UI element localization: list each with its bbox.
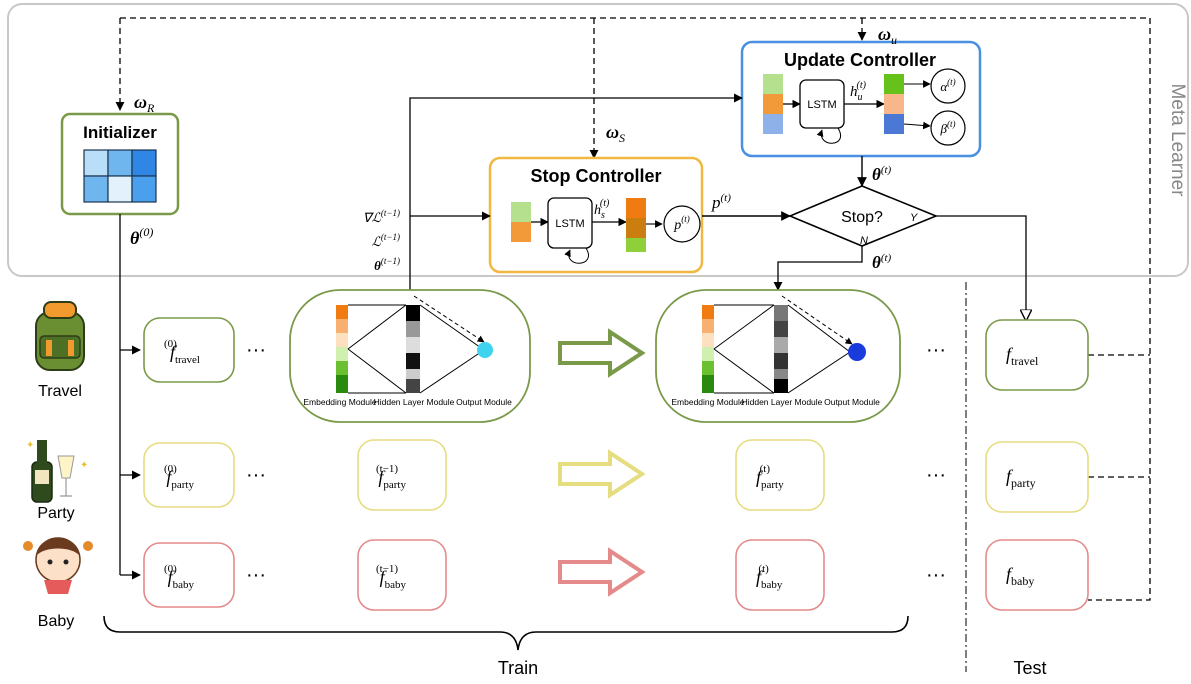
model-baby-test-label: fbaby — [1006, 564, 1034, 588]
backpack-icon — [35, 301, 85, 371]
svg-text:✦: ✦ — [80, 460, 88, 471]
embedding-module-label-2: Embedding Module — [671, 397, 745, 407]
model-party-initial-label: fparty(0) — [164, 463, 194, 491]
model-travel-initial — [143, 317, 235, 383]
champagne-icon: ✦ ✦ — [26, 440, 88, 503]
task-label-baby: Baby — [38, 613, 74, 630]
stop-controller-title: Stop Controller — [531, 166, 662, 186]
output-module-label-1: Output Module — [456, 397, 512, 407]
theta-prev-label: θ(t−1) — [374, 256, 400, 273]
meta-learner-label: Meta Learner — [1167, 83, 1188, 197]
train-label: Train — [498, 658, 538, 678]
model-baby-curr-label: fbaby(t) — [756, 563, 783, 591]
model-travel-test — [985, 319, 1089, 391]
initializer-title: Initializer — [83, 123, 157, 142]
ellipsis-travel-2: ··· — [926, 339, 946, 361]
stop-weight: ωS — [606, 122, 625, 145]
model-party-prev-label: fparty(t−1) — [376, 463, 406, 491]
model-party-prev — [357, 439, 447, 511]
svg-text:✦: ✦ — [26, 440, 34, 451]
update-hidden-label: hu(t) — [850, 80, 867, 103]
grad-loss-label: ∇ℒ(t−1) — [363, 208, 400, 225]
model-baby-prev — [357, 539, 447, 611]
stop-prob-node-label: p(t) — [673, 214, 690, 233]
stop-lstm — [547, 197, 593, 249]
initializer-weight: ωR — [134, 92, 155, 115]
model-baby-initial — [143, 542, 235, 608]
update-theta-label: θ(t) — [872, 164, 892, 184]
initial-theta-label: θ(0) — [130, 225, 153, 248]
alpha-label: α(t) — [940, 77, 955, 94]
ellipsis-party-1: ··· — [246, 464, 266, 486]
decision-yes: Y — [910, 212, 918, 224]
ellipsis-travel-1: ··· — [246, 339, 266, 361]
hidden-module-label-2: Hidden Layer Module — [742, 397, 823, 407]
beta-label: β(t) — [940, 119, 956, 136]
decision-theta-label: θ(t) — [872, 252, 892, 272]
output-module-label-2: Output Module — [824, 397, 880, 407]
model-baby-initial-label: fbaby(0) — [164, 563, 194, 591]
stop-output-vector — [626, 198, 646, 252]
embedding-module-label-1: Embedding Module — [303, 397, 377, 407]
model-baby-curr — [735, 539, 825, 611]
update-weight: ωu — [878, 24, 897, 47]
model-party-test — [985, 441, 1089, 513]
stop-prob-node — [663, 205, 701, 243]
stop-input-vector — [511, 202, 531, 242]
model-party-initial — [143, 442, 235, 508]
update-output-vector — [884, 74, 904, 134]
model-party-curr-label: fparty(t) — [756, 463, 784, 491]
ellipsis-baby-1: ··· — [246, 564, 266, 586]
initializer-matrix — [83, 149, 157, 203]
model-party-test-label: fparty — [1006, 466, 1036, 490]
loss-label: ℒ(t−1) — [372, 232, 400, 249]
train-brace — [103, 615, 909, 651]
update-input-vector — [763, 74, 783, 134]
update-arrow-baby — [558, 547, 646, 597]
task-label-travel: Travel — [38, 383, 82, 400]
update-arrow-travel — [558, 328, 646, 378]
baby-icon — [23, 537, 93, 594]
alpha-node — [930, 68, 966, 104]
meta-learner-region — [7, 3, 1189, 277]
update-controller-title: Update Controller — [784, 50, 936, 70]
ellipsis-baby-2: ··· — [926, 564, 946, 586]
meta-weight-lines — [115, 17, 1151, 601]
stop-lstm-label: LSTM — [555, 218, 584, 230]
stop-hidden-label: hs(t) — [594, 198, 610, 221]
network-travel-curr — [655, 289, 901, 423]
hidden-module-label-1: Hidden Layer Module — [374, 397, 455, 407]
model-travel-initial-label: ftravel(0) — [164, 338, 200, 366]
task-label-party: Party — [37, 505, 74, 522]
model-baby-prev-label: fbaby(t−1) — [376, 563, 406, 591]
model-travel-test-label: ftravel — [1006, 344, 1039, 368]
decision-no: N — [860, 235, 868, 247]
model-party-curr — [735, 439, 825, 511]
stop-decision-label: Stop? — [841, 209, 883, 226]
beta-node — [930, 110, 966, 146]
initializer-output-lines — [119, 214, 141, 580]
model-baby-test — [985, 539, 1089, 611]
update-arrow-party — [558, 449, 646, 499]
stop-prob-label: p(t) — [711, 192, 731, 212]
ellipsis-party-2: ··· — [926, 464, 946, 486]
test-label: Test — [1013, 658, 1046, 678]
update-lstm-label: LSTM — [807, 99, 836, 111]
network-travel-prev — [289, 289, 531, 423]
